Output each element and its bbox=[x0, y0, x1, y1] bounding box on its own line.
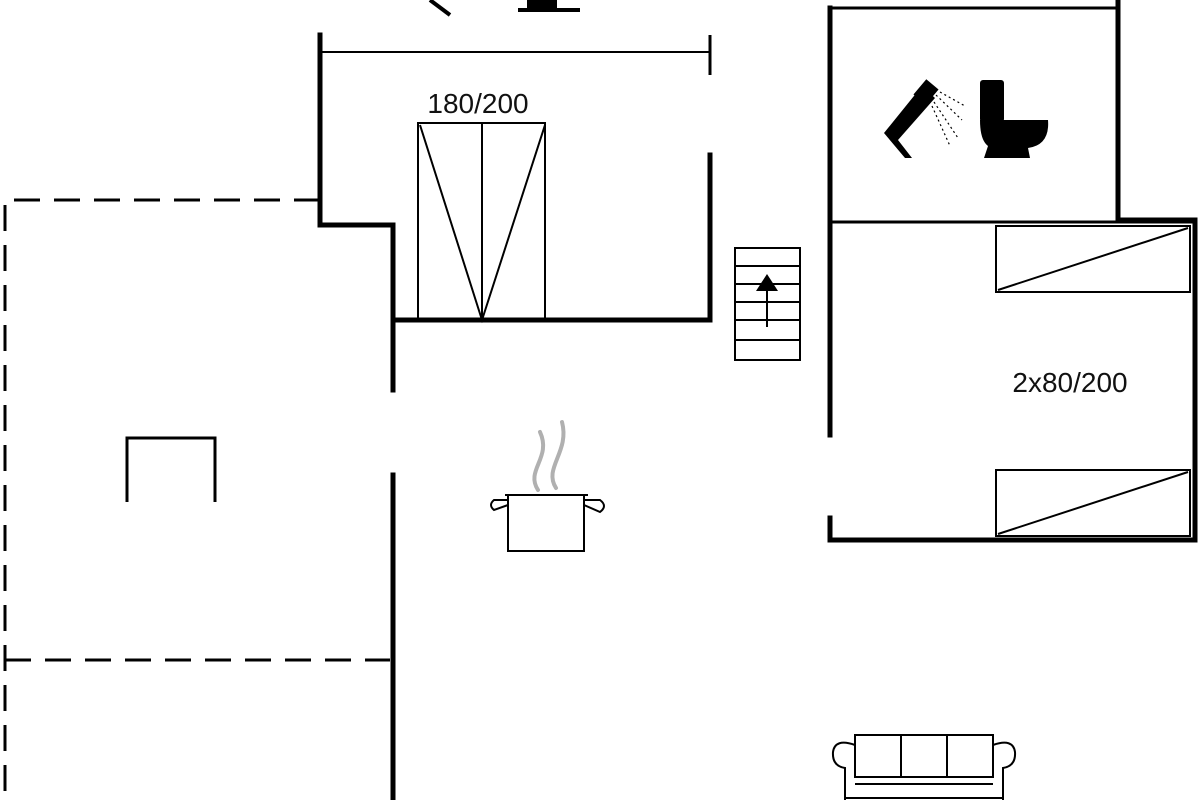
shower-icon bbox=[884, 79, 966, 158]
cropped-fixtures bbox=[428, 0, 580, 17]
single-bed-1 bbox=[995, 225, 1191, 293]
outdoor-table-icon bbox=[125, 436, 217, 502]
walls bbox=[317, 0, 1198, 800]
staircase-icon bbox=[734, 247, 801, 361]
terrace-outline bbox=[3, 198, 390, 800]
double-bed bbox=[417, 122, 546, 324]
bed-size-label-1: 180/200 bbox=[427, 88, 528, 119]
sofa-icon bbox=[831, 734, 1017, 800]
single-bed-2 bbox=[995, 469, 1191, 537]
cooking-pot-icon bbox=[490, 420, 605, 552]
bed-size-label-2: 2x80/200 bbox=[1012, 367, 1127, 398]
toilet-icon bbox=[980, 80, 1049, 158]
